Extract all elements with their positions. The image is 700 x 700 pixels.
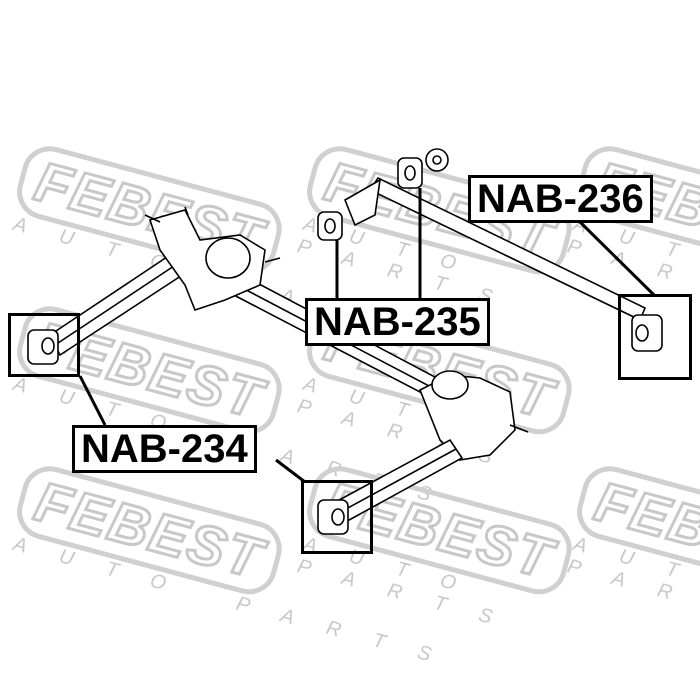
bushing-nab-234-left [27,329,59,365]
part-label-nab-235: NAB-235 [305,298,490,346]
callout-box-nab-236 [618,294,692,380]
washer [425,148,449,172]
bushing-nab-235-b [397,157,423,189]
part-label-nab-234: NAB-234 [72,425,257,473]
part-label-nab-236: NAB-236 [468,175,653,223]
upper-link [343,176,647,322]
callout-box-nab-234-left [8,313,80,377]
bushing-nab-234-right [317,499,349,535]
left-hub [144,206,281,311]
bushing-nab-236 [631,314,663,352]
callout-box-nab-234-right [301,480,373,554]
bushing-nab-235-a [317,211,343,241]
leader-lines [78,188,657,484]
